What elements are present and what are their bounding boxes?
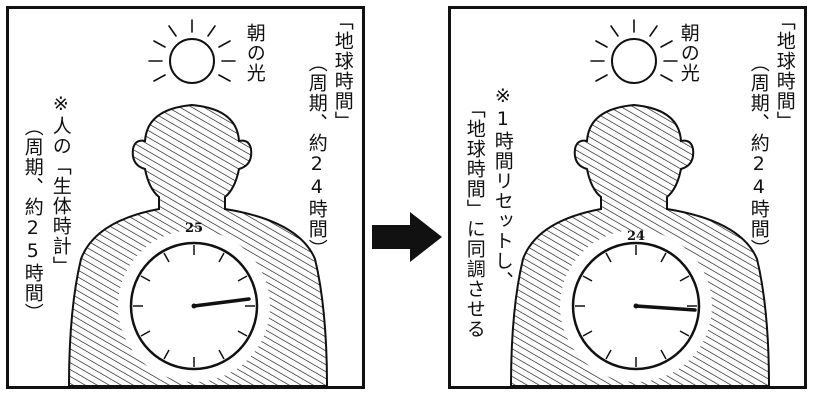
earth-time-label: 「地球時間」 bbox=[773, 11, 796, 131]
dial-number: 25 bbox=[185, 221, 204, 236]
clock-dial bbox=[129, 241, 259, 371]
panel-before: 25 朝の光 「地球時間」 （周期、約24時間） ※人の「生体時計」 （周期、約… bbox=[6, 6, 365, 389]
sun-label: 朝の光 bbox=[243, 23, 266, 83]
sun-icon bbox=[590, 19, 678, 84]
body-clock-period: （周期、約25時間） bbox=[21, 117, 44, 323]
earth-time-label: 「地球時間」 bbox=[331, 11, 354, 131]
dial-number: 24 bbox=[627, 229, 646, 244]
earth-time-period: （周期、約24時間） bbox=[305, 53, 328, 259]
right-arrow-icon bbox=[372, 212, 442, 262]
sun-icon bbox=[148, 19, 236, 84]
earth-time-period: （周期、約24時間） bbox=[747, 53, 770, 259]
clock-dial bbox=[571, 241, 701, 371]
person-illustration bbox=[509, 19, 771, 386]
sun-label: 朝の光 bbox=[677, 23, 700, 83]
body-clock-label: ※人の「生体時計」 bbox=[49, 93, 72, 276]
person-illustration bbox=[67, 19, 329, 386]
reset-note-line2: 「地球時間」に同調させる bbox=[463, 99, 486, 339]
panel-after: 24 朝の光 「地球時間」 （周期、約24時間） ※1時間リセットし、 「地球時… bbox=[448, 6, 807, 389]
reset-note-line1: ※1時間リセットし、 bbox=[491, 85, 514, 291]
